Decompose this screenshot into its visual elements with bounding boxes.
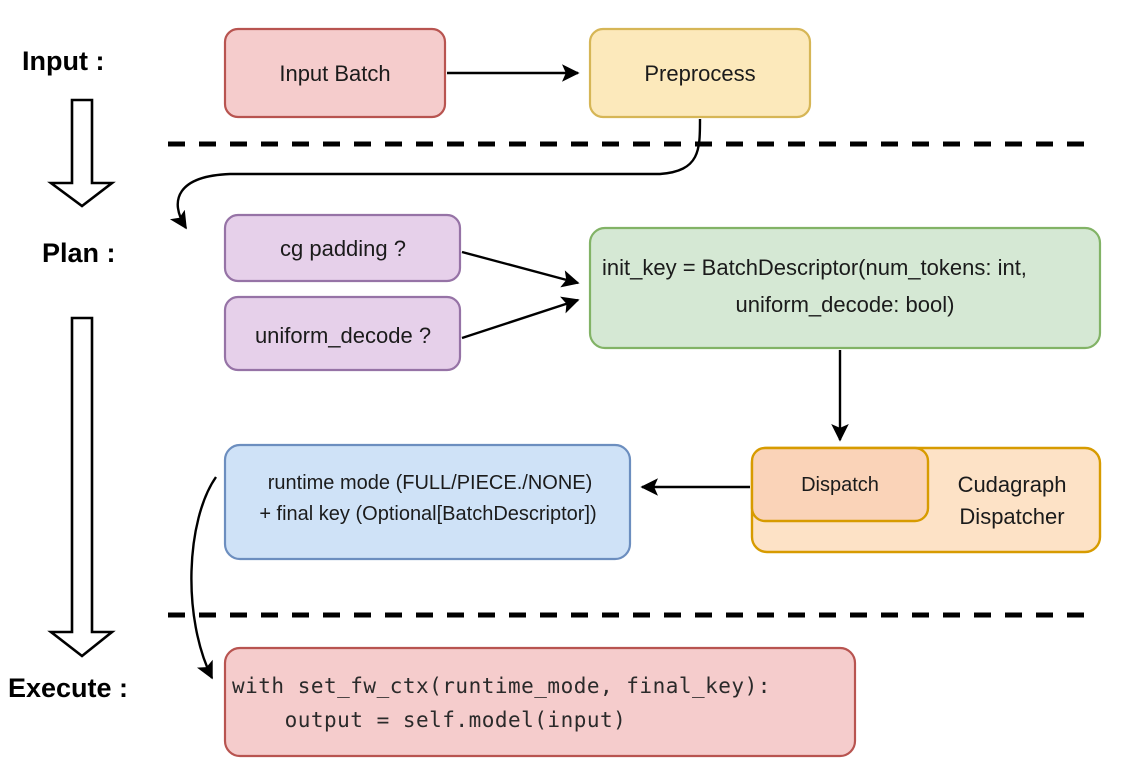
runtime-mode-line-2: + final key (Optional[BatchDescriptor]) (259, 503, 596, 525)
plan-to-execute-arrow (47, 316, 116, 658)
cg-padding-box[interactable] (223, 213, 462, 283)
node-runtime-mode[interactable]: runtime mode (FULL/PIECE./NONE) + final … (223, 443, 632, 561)
edge-runtime-mode-to-execute (190, 476, 217, 680)
input-batch-label: Input Batch (279, 61, 390, 86)
node-uniform-decode[interactable]: uniform_decode ? (223, 295, 462, 372)
node-init-key[interactable]: init_key = BatchDescriptor(num_tokens: i… (588, 226, 1102, 350)
init-key-line-2: uniform_decode: bool) (736, 292, 955, 317)
input-to-plan-arrow (47, 98, 116, 208)
runtime-mode-line-1: runtime mode (FULL/PIECE./NONE) (268, 472, 593, 494)
cg-padding-label: cg padding ? (280, 236, 406, 261)
execute-code-box[interactable] (223, 646, 857, 758)
edge-uniform-decode-to-init-key (461, 296, 580, 340)
stage-label-input: Input : (22, 46, 104, 76)
node-input-batch[interactable]: Input Batch (223, 27, 447, 119)
edge-preprocess-to-cg-padding (169, 118, 702, 230)
preprocess-box[interactable] (588, 27, 812, 119)
execute-code-line-2: output = self.model(input) (232, 708, 626, 732)
dispatch-box[interactable] (750, 446, 930, 523)
node-dispatch[interactable]: Dispatch (750, 446, 930, 523)
execute-code-line-1: with set_fw_ctx(runtime_mode, final_key)… (232, 674, 771, 698)
stage-label-execute: Execute : (8, 673, 128, 703)
runtime-mode-box[interactable] (223, 443, 632, 561)
input-batch-box[interactable] (223, 27, 447, 119)
edge-cg-padding-to-init-key (461, 250, 580, 288)
cudagraph-dispatcher-label-line2: Dispatcher (959, 504, 1064, 529)
init-key-box[interactable] (588, 226, 1102, 350)
dispatch-label: Dispatch (801, 474, 879, 496)
init-key-line-1: init_key = BatchDescriptor(num_tokens: i… (602, 255, 1027, 280)
node-preprocess[interactable]: Preprocess (588, 27, 812, 119)
cudagraph-dispatcher-label-line1: Cudagraph (958, 472, 1067, 497)
uniform-decode-box[interactable] (223, 295, 462, 372)
node-cg-padding[interactable]: cg padding ? (223, 213, 462, 283)
uniform-decode-label: uniform_decode ? (255, 323, 431, 348)
preprocess-label: Preprocess (644, 61, 755, 86)
node-execute-code[interactable]: with set_fw_ctx(runtime_mode, final_key)… (223, 646, 857, 758)
stage-label-plan: Plan : (42, 238, 116, 268)
